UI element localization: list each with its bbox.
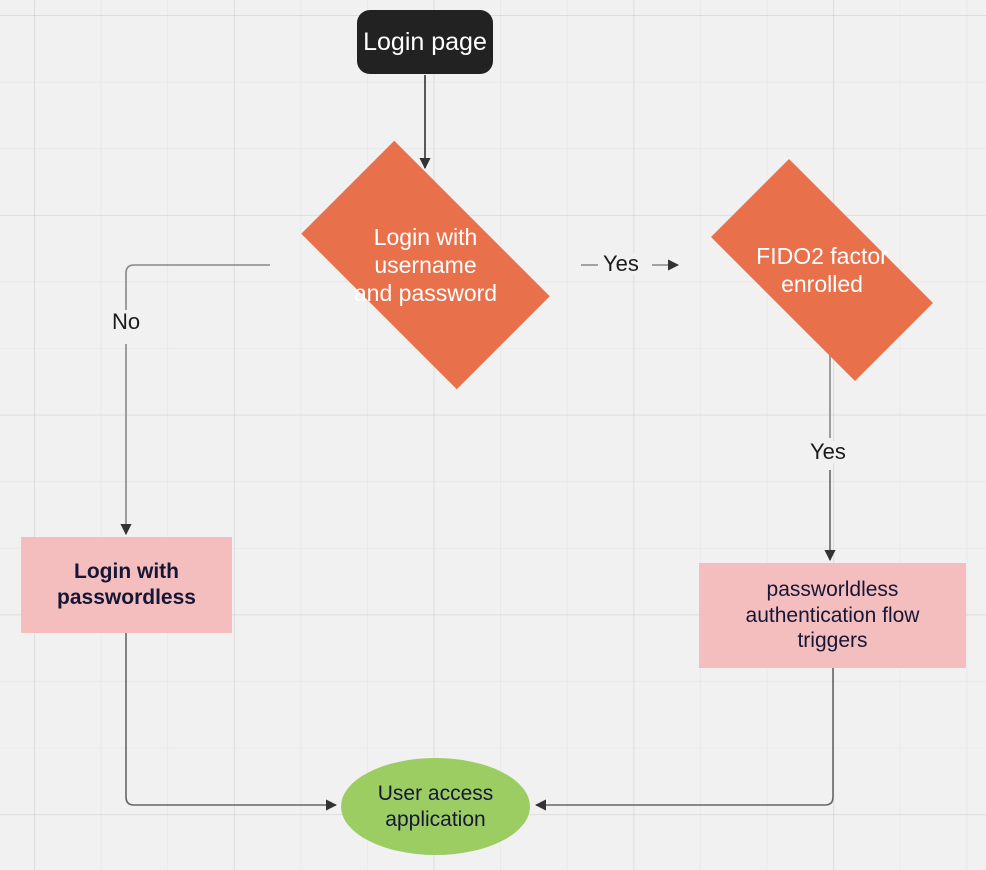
edge-passwordless-to-ellipse <box>125 633 338 811</box>
node-login-passwordless-label: Login with passwordless <box>57 560 196 609</box>
edge-decision-to-passwordless <box>125 264 270 310</box>
node-user-access-application[interactable]: User access application <box>341 758 530 855</box>
node-login-username-password[interactable]: Login with username and password <box>270 140 581 390</box>
node-passwordless-flow-triggers[interactable]: passworldless authentication flow trigge… <box>699 563 966 668</box>
node-login-page-label: Login page <box>363 27 487 56</box>
edge-label-no-to-passwordless: No <box>107 311 146 333</box>
edge-label-yes-to-flow: Yes <box>805 441 851 463</box>
node-fido2-factor-enrolled-label: FIDO2 factor enrolled <box>756 242 888 297</box>
edge-flow-to-ellipse <box>534 668 834 811</box>
node-passwordless-flow-triggers-label: passworldless authentication flow trigge… <box>745 578 920 653</box>
node-login-username-password-label: Login with username and password <box>353 223 498 307</box>
node-login-passwordless[interactable]: Login with passwordless <box>21 537 232 633</box>
node-fido2-factor-enrolled[interactable]: FIDO2 factor enrolled <box>678 159 966 381</box>
node-user-access-application-label: User access application <box>377 781 494 831</box>
edge-label-yes-to-fido2: Yes <box>598 253 644 275</box>
node-login-page[interactable]: Login page <box>357 10 493 74</box>
